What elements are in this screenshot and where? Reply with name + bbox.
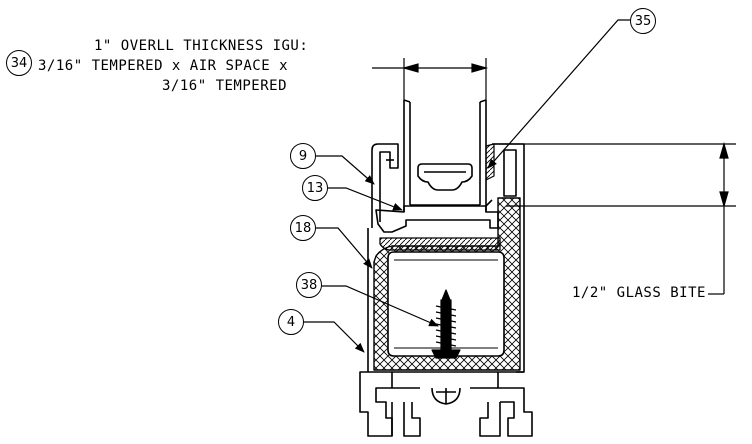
igu-thickness-dimension xyxy=(372,58,489,100)
igu-note-line-1: 1" OVERLL THICKNESS IGU: xyxy=(94,38,309,54)
glazing-adaptor xyxy=(375,205,499,233)
callout-34: 34 xyxy=(6,50,32,76)
callout-38: 38 xyxy=(296,272,322,298)
callout-18: 18 xyxy=(290,215,316,241)
leader-lines xyxy=(304,19,630,353)
glass-pane-right xyxy=(479,99,487,212)
glass-pane-left xyxy=(403,99,411,212)
anchor-screw xyxy=(431,289,461,359)
igu-spacer xyxy=(417,163,473,191)
igu-note-line-2: 3/16" TEMPERED x AIR SPACE x xyxy=(38,58,289,74)
callout-13: 13 xyxy=(302,175,328,201)
callout-9: 9 xyxy=(290,143,316,169)
callout-4: 4 xyxy=(278,309,304,335)
glass-bite-dimension xyxy=(494,141,736,295)
igu-note-line-3: 3/16" TEMPERED xyxy=(162,78,288,94)
callout-35: 35 xyxy=(630,8,656,34)
glass-bite-label: 1/2" GLASS BITE xyxy=(572,285,706,301)
thermal-break-top xyxy=(379,237,501,251)
